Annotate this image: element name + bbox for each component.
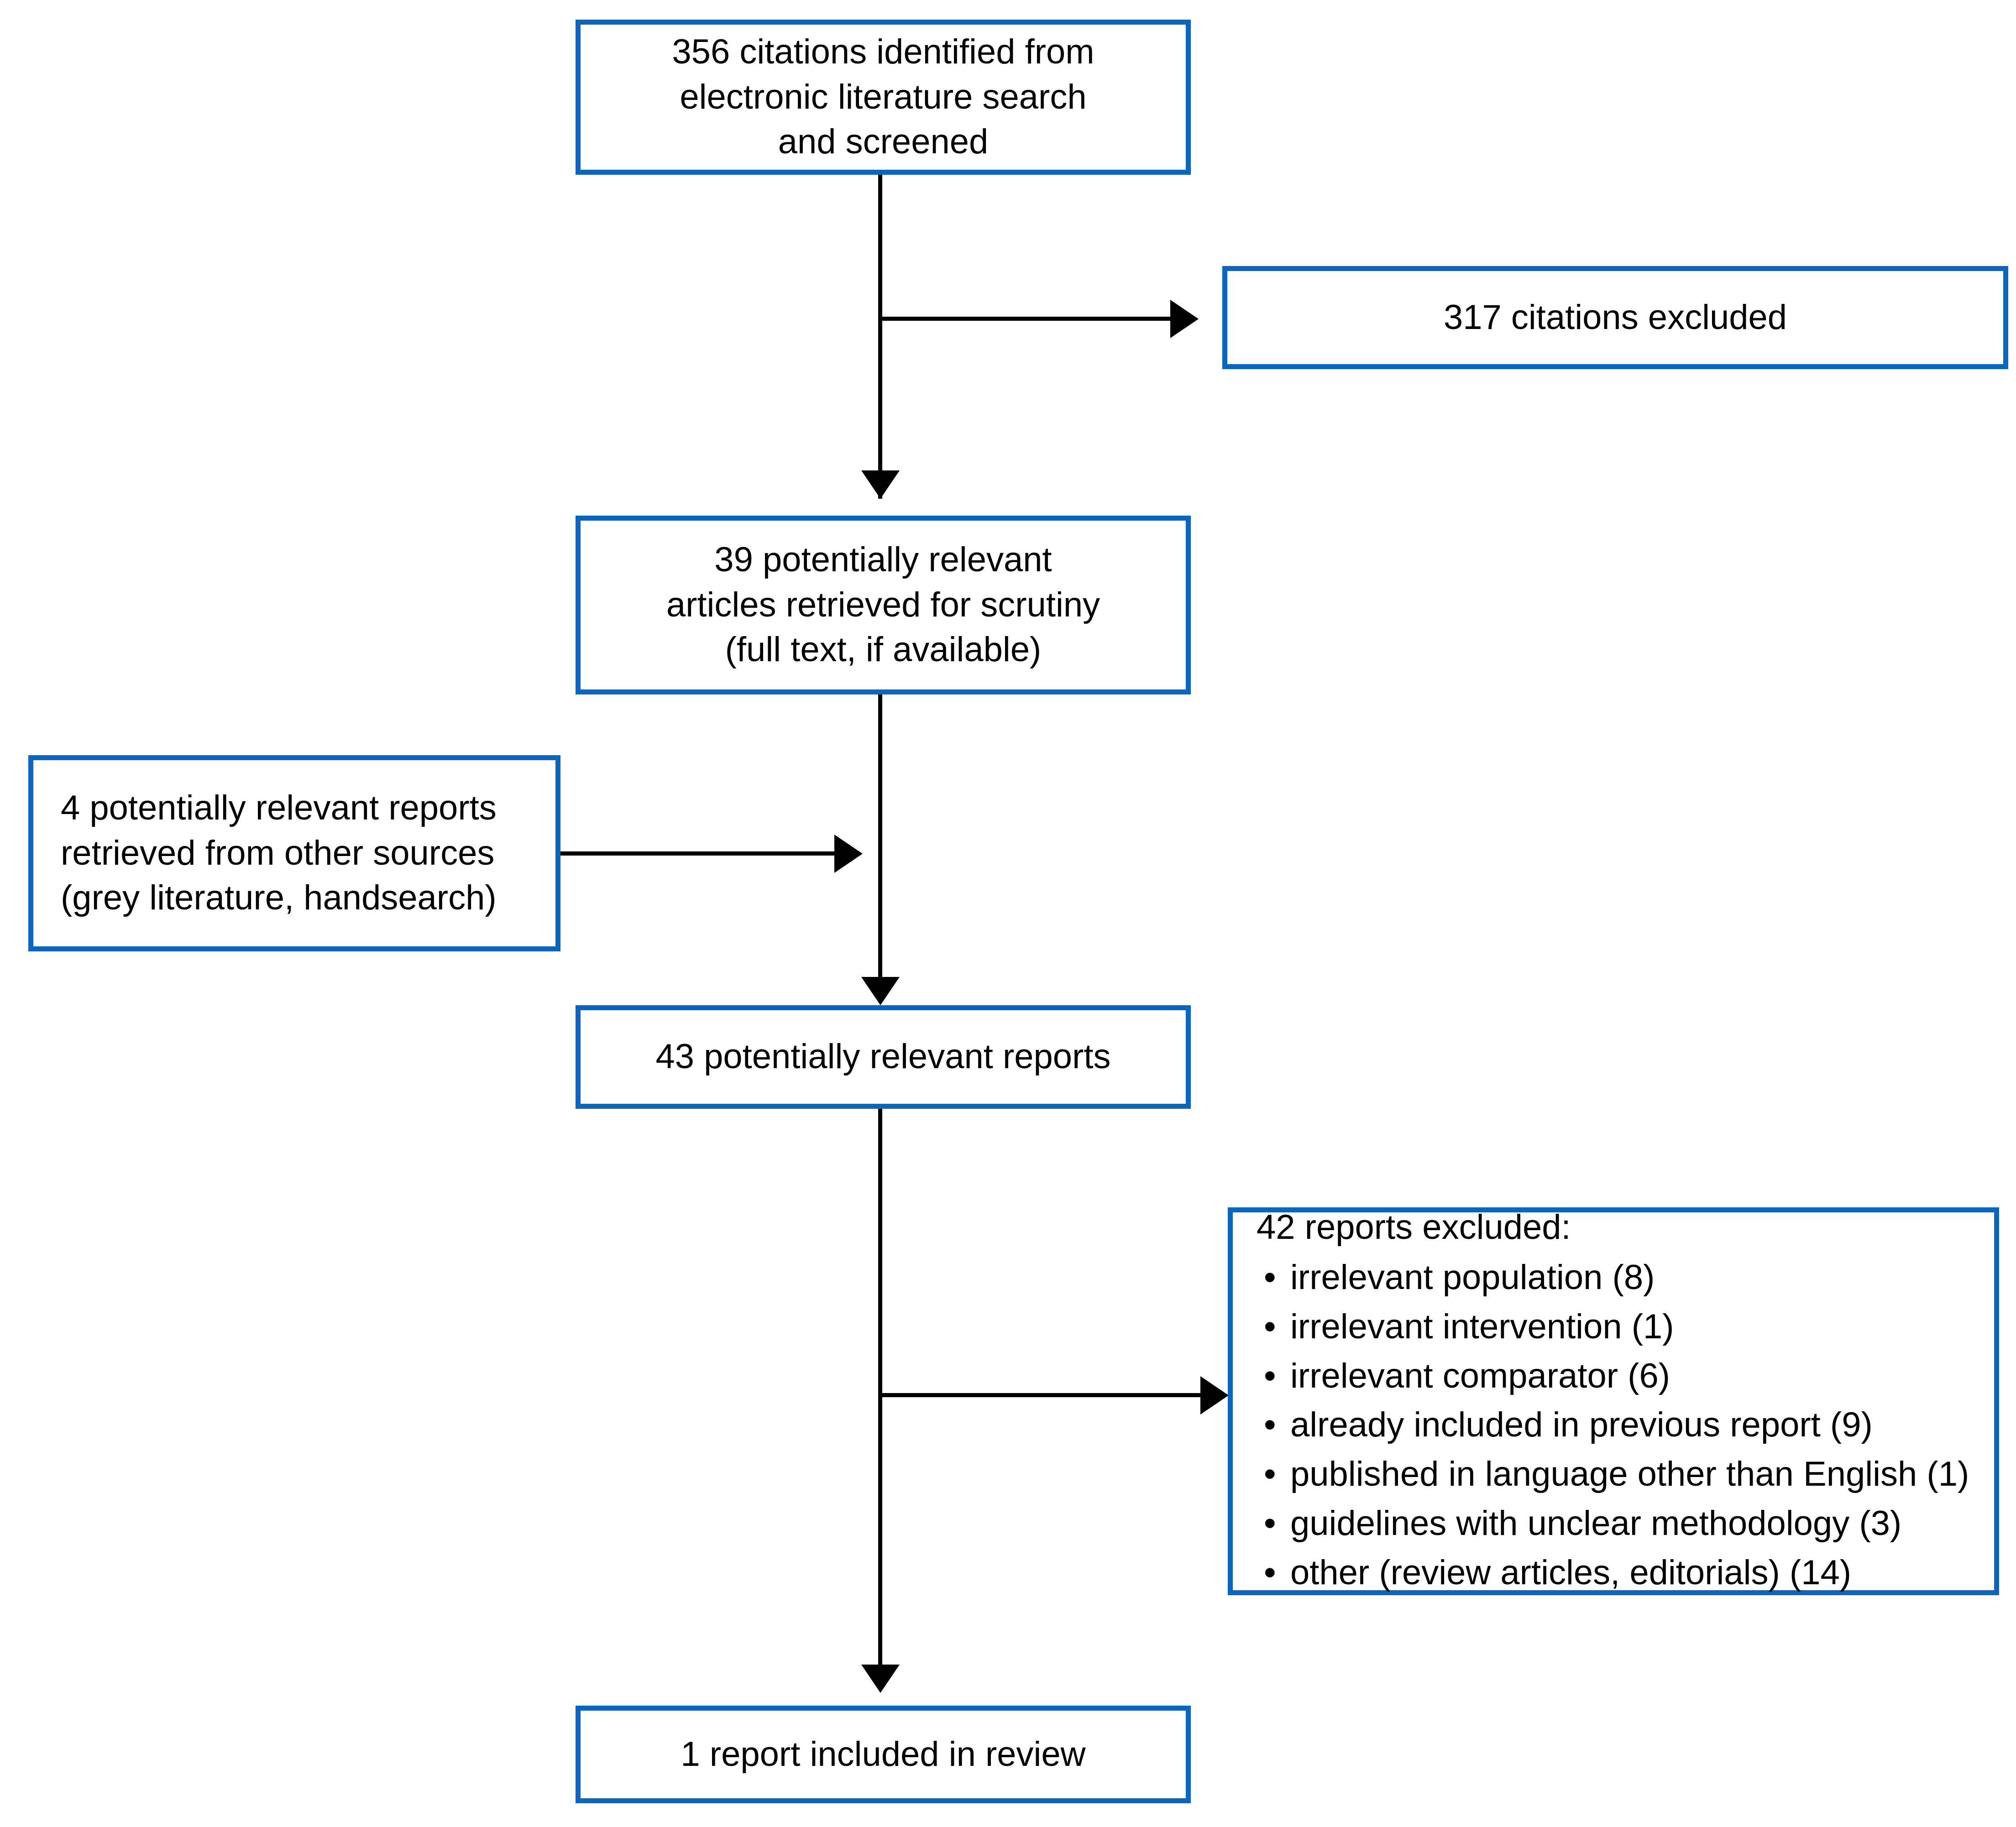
reports-excluded-content: 42 reports excluded: • irrelevant populat… (1233, 1205, 1994, 1597)
bullet-icon: • (1264, 1455, 1276, 1494)
list-item: • irrelevant comparator (6) (1257, 1352, 1970, 1401)
bullet-icon: • (1264, 1553, 1276, 1592)
arrowhead-into-retrieved (861, 470, 900, 499)
list-item: • guidelines with unclear methodology (3) (1257, 1499, 1970, 1548)
reason-label: irrelevant intervention (1) (1290, 1307, 1674, 1346)
box-citations-identified: 356 citations identified from electronic… (576, 20, 1191, 175)
arrowhead-into-citations-excluded (1170, 300, 1199, 338)
arrowhead-into-potentially-relevant (861, 977, 900, 1005)
box-citations-excluded: 317 citations excluded (1222, 266, 2008, 369)
connector-retrieved-to-potentially-relevant (878, 694, 882, 991)
box-report-included-label: 1 report included in review (681, 1734, 1086, 1774)
list-item: • other (review articles, editorials) (14… (1257, 1548, 1970, 1597)
reason-label: other (review articles, editorials) (14) (1290, 1553, 1852, 1592)
reason-label: guidelines with unclear methodology (3) (1290, 1504, 1902, 1543)
box-other-sources: 4 potentially relevant reports retrieved… (28, 755, 560, 951)
arrowhead-into-stem-from-other-sources (834, 835, 863, 873)
box-report-included: 1 report included in review (576, 1706, 1191, 1803)
reports-excluded-reason-list: • irrelevant population (8) • irrelevant i… (1257, 1253, 1970, 1597)
box-articles-retrieved: 39 potentially relevant articles retriev… (576, 516, 1191, 694)
box-potentially-relevant-reports-label: 43 potentially relevant reports (655, 1037, 1111, 1076)
bullet-icon: • (1264, 1258, 1276, 1297)
connector-other-sources-to-stem (560, 851, 834, 856)
list-item: • irrelevant intervention (1) (1257, 1302, 1970, 1352)
reason-label: published in language other than English… (1290, 1455, 1969, 1494)
box-potentially-relevant-reports: 43 potentially relevant reports (576, 1005, 1191, 1109)
box-citations-excluded-label: 317 citations excluded (1443, 298, 1787, 337)
reason-label: irrelevant comparator (6) (1290, 1356, 1670, 1395)
bullet-icon: • (1264, 1356, 1276, 1395)
arrowhead-into-included (861, 1665, 900, 1693)
box-citations-identified-label: 356 citations identified from electronic… (672, 32, 1094, 162)
connector-identified-to-retrieved (878, 175, 882, 499)
box-other-sources-label: 4 potentially relevant reports retrieved… (61, 788, 497, 918)
reports-excluded-title: 42 reports excluded: (1257, 1207, 1571, 1247)
bullet-icon: • (1264, 1307, 1276, 1346)
reason-label: already included in previous report (9) (1290, 1405, 1873, 1445)
box-reports-excluded: 42 reports excluded: • irrelevant populat… (1228, 1207, 1999, 1595)
connector-identified-to-citations-excluded (878, 317, 1170, 321)
arrowhead-into-reports-excluded (1200, 1376, 1229, 1415)
connector-to-reports-excluded (878, 1393, 1200, 1397)
box-articles-retrieved-label: 39 potentially relevant articles retriev… (666, 540, 1100, 669)
bullet-icon: • (1264, 1504, 1276, 1543)
bullet-icon: • (1264, 1405, 1276, 1445)
list-item: • irrelevant population (8) (1257, 1253, 1970, 1302)
reason-label: irrelevant population (8) (1290, 1258, 1655, 1297)
list-item: • already included in previous report (9) (1257, 1400, 1970, 1450)
list-item: • published in language other than Englis… (1257, 1450, 1970, 1499)
